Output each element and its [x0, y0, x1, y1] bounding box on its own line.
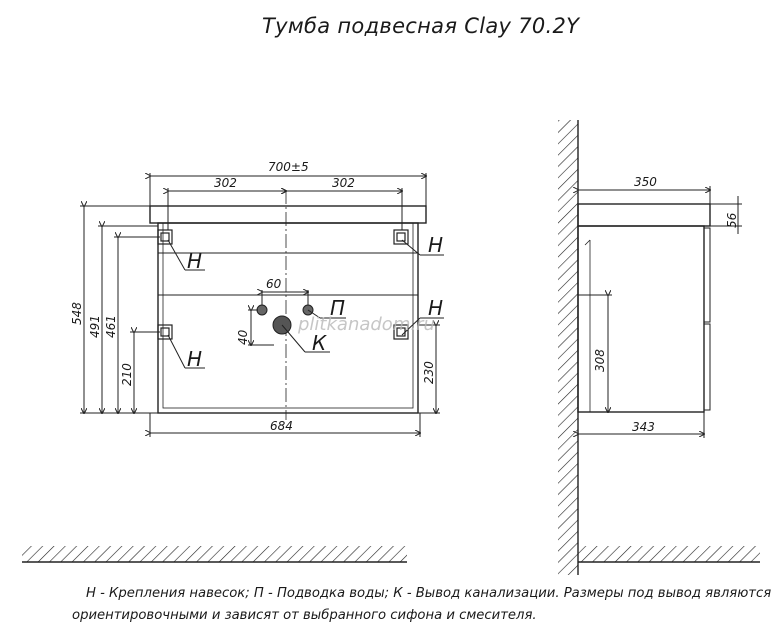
legend-note-line1: Н - Крепления навесок; П - Подводка воды…: [86, 586, 772, 601]
dim-height-230: 230: [422, 361, 436, 384]
dim-right-half: 302: [332, 176, 355, 190]
drawing-title: Тумба подвесная Clay 70.2Y: [262, 14, 580, 38]
dim-side-depth-top: 350: [634, 175, 657, 189]
dim-height-461: 461: [104, 315, 118, 338]
dim-pipe-spacing: 60: [266, 277, 282, 291]
water-supply-left: [256, 304, 268, 316]
dim-side-top-thickness: 56: [725, 212, 739, 228]
dim-height-210: 210: [120, 363, 134, 386]
legend-note-line2: ориентировочными и зависят от выбранного…: [72, 608, 537, 623]
dim-pipe-offset: 40: [236, 329, 250, 345]
side-countertop: [577, 203, 711, 227]
label-h-top-right: Н: [428, 233, 443, 257]
dim-total-width: 700±5: [268, 160, 309, 174]
countertop: [149, 205, 427, 224]
dim-height-548: 548: [70, 302, 84, 325]
dim-height-491: 491: [88, 315, 102, 338]
side-cabinet: [577, 225, 705, 413]
front-view: [80, 173, 444, 437]
label-h-bottom-left: Н: [187, 347, 202, 371]
side-view: [558, 120, 742, 575]
dim-side-depth-bottom: 343: [632, 420, 655, 434]
floor: [22, 546, 760, 563]
label-h-bottom-right: Н: [428, 296, 443, 320]
dim-bottom-width: 684: [270, 419, 293, 433]
dim-left-half: 302: [214, 176, 237, 190]
label-k: К: [312, 331, 327, 355]
label-h-top-left: Н: [187, 249, 202, 273]
watermark: plitkanadom.ru: [297, 314, 435, 335]
dim-side-height-308: 308: [593, 349, 607, 372]
label-p: П: [330, 296, 345, 320]
